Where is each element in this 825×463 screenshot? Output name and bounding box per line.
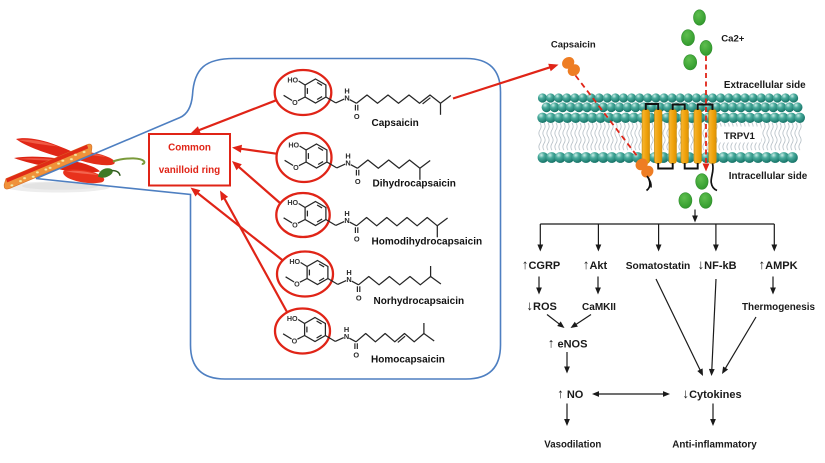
svg-text:Extracellular side: Extracellular side xyxy=(724,80,806,91)
svg-text:N: N xyxy=(346,275,351,284)
svg-text:Capsaicin: Capsaicin xyxy=(551,40,596,51)
svg-text:O: O xyxy=(292,337,298,346)
svg-text:H: H xyxy=(346,268,351,277)
svg-text:O: O xyxy=(294,280,300,289)
svg-text:↑ NO: ↑ NO xyxy=(557,386,584,401)
svg-text:↑ eNOS: ↑ eNOS xyxy=(548,336,588,351)
svg-text:N: N xyxy=(345,159,350,168)
svg-text:N: N xyxy=(344,216,349,225)
svg-text:↓Cytokines: ↓Cytokines xyxy=(682,386,741,401)
svg-text:H: H xyxy=(344,209,349,218)
svg-text:Homodihydrocapsaicin: Homodihydrocapsaicin xyxy=(372,237,483,248)
svg-text:vanilloid ring: vanilloid ring xyxy=(159,165,220,176)
svg-text:↑Akt: ↑Akt xyxy=(583,257,608,272)
svg-text:HO: HO xyxy=(289,257,300,266)
svg-text:N: N xyxy=(344,94,349,103)
svg-text:Common: Common xyxy=(168,143,211,154)
svg-text:O: O xyxy=(356,293,362,302)
svg-text:O: O xyxy=(292,221,298,230)
svg-text:TRPV1: TRPV1 xyxy=(724,131,756,142)
svg-text:Anti-inflammatory: Anti-inflammatory xyxy=(672,440,757,451)
svg-text:H: H xyxy=(344,325,349,334)
svg-text:O: O xyxy=(292,98,298,107)
svg-text:O: O xyxy=(353,350,359,359)
svg-text:O: O xyxy=(293,163,299,172)
svg-text:↑CGRP: ↑CGRP xyxy=(522,257,560,272)
svg-text:↑AMPK: ↑AMPK xyxy=(758,257,797,272)
svg-text:O: O xyxy=(355,177,361,186)
svg-text:N: N xyxy=(344,332,349,341)
svg-text:Somatostatin: Somatostatin xyxy=(626,261,691,272)
svg-text:O: O xyxy=(354,112,360,121)
svg-text:↓NF-kB: ↓NF-kB xyxy=(697,257,736,272)
svg-text:Dihydrocapsaicin: Dihydrocapsaicin xyxy=(373,179,456,190)
svg-text:HO: HO xyxy=(288,141,299,150)
svg-text:Ca2+: Ca2+ xyxy=(721,34,745,45)
svg-text:HO: HO xyxy=(287,314,298,323)
svg-text:H: H xyxy=(344,87,349,96)
svg-text:Vasodilation: Vasodilation xyxy=(544,440,601,451)
svg-text:O: O xyxy=(354,234,360,243)
svg-text:Intracellular side: Intracellular side xyxy=(729,171,808,182)
svg-text:HO: HO xyxy=(287,198,298,207)
svg-text:Homocapsaicin: Homocapsaicin xyxy=(371,355,445,366)
svg-text:Thermogenesis: Thermogenesis xyxy=(742,302,815,313)
svg-text:↓ROS: ↓ROS xyxy=(526,298,557,313)
svg-text:CaMKII: CaMKII xyxy=(582,302,616,313)
svg-text:HO: HO xyxy=(287,76,298,85)
svg-text:Norhydrocapsaicin: Norhydrocapsaicin xyxy=(374,296,465,307)
svg-text:H: H xyxy=(345,152,350,161)
svg-text:Capsaicin: Capsaicin xyxy=(372,118,419,129)
